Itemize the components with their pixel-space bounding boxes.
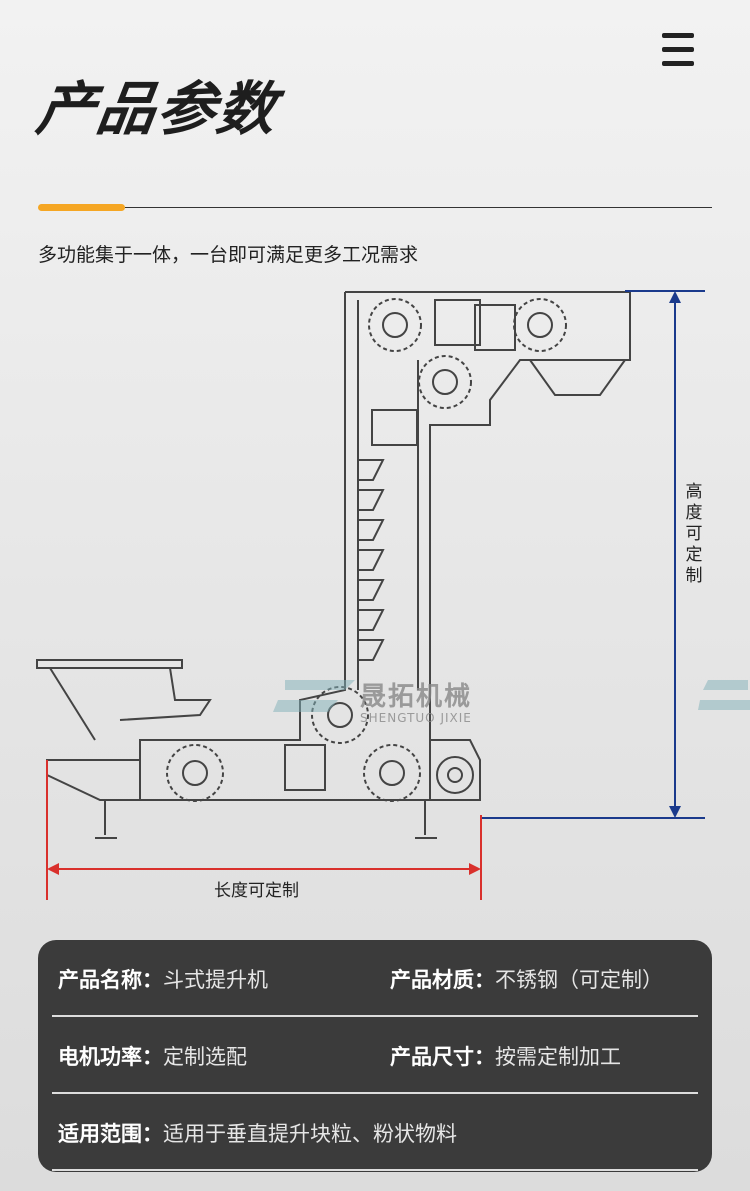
watermark-logo [273, 680, 750, 712]
height-label: 高度可定制 [685, 482, 703, 586]
page-title: 产品参数 [32, 75, 283, 143]
subtitle: 多功能集于一体，一台即可满足更多工况需求 [38, 244, 419, 266]
hamburger-menu-icon[interactable] [662, 33, 694, 67]
length-label: 长度可定制 [214, 881, 299, 901]
spec-row: 电机功率：定制选配 产品尺寸：按需定制加工 [52, 1017, 698, 1094]
accent-bar [38, 204, 125, 211]
bucket-elevator-diagram [36, 290, 750, 900]
divider [125, 207, 712, 208]
spec-value: 按需定制加工 [495, 1045, 621, 1069]
spec-value: 不锈钢（可定制） [495, 968, 663, 992]
spec-label: 产品材质： [390, 968, 495, 992]
spec-table: 产品名称：斗式提升机 产品材质：不锈钢（可定制） 电机功率：定制选配 产品尺寸：… [38, 940, 712, 1172]
spec-label: 产品尺寸： [390, 1045, 495, 1069]
spec-label: 适用范围： [58, 1122, 163, 1146]
spec-row: 产品名称：斗式提升机 产品材质：不锈钢（可定制） [52, 940, 698, 1017]
spec-value: 适用于垂直提升块粒、粉状物料 [163, 1122, 457, 1146]
spec-value: 定制选配 [163, 1045, 247, 1069]
spec-value: 斗式提升机 [163, 968, 268, 992]
spec-row: 适用范围：适用于垂直提升块粒、粉状物料 [52, 1094, 698, 1171]
spec-label: 产品名称： [58, 968, 163, 992]
height-dimension [480, 290, 705, 819]
spec-label: 电机功率： [58, 1045, 163, 1069]
length-dimension [46, 760, 482, 900]
